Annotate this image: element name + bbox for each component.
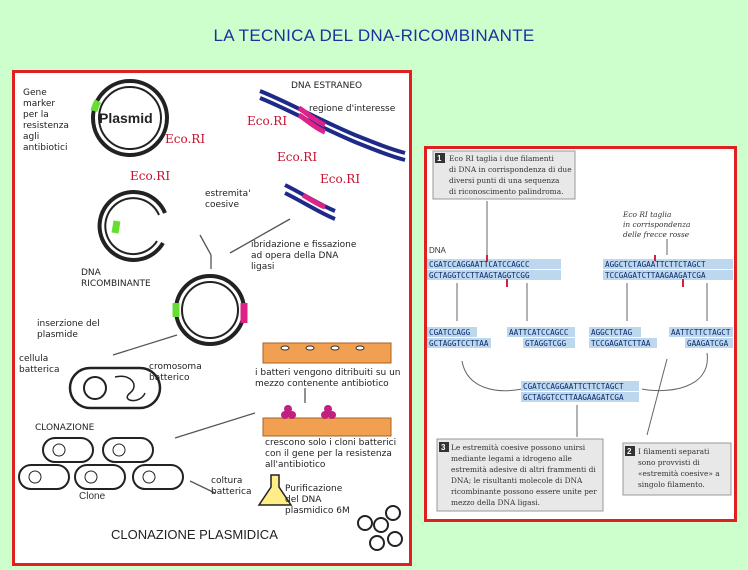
clone-label: Clone (79, 491, 106, 502)
bacterial-cell (68, 366, 162, 410)
step-1-box: 1 Eco RI taglia i due filamenti di DNA i… (432, 150, 576, 200)
ecori-label-1: Eco.RI (165, 132, 205, 146)
arrow (646, 358, 668, 436)
ecori-label-5: Eco.RI (320, 172, 360, 186)
purified-plasmids (357, 505, 403, 551)
arrow (229, 218, 291, 254)
inserzione-label: inserzione del plasmide (37, 319, 103, 340)
arrow (641, 352, 708, 392)
plasmid-cloning-panel: Gene marker per la resistenza agli antib… (12, 70, 412, 566)
foreign-dna-strands (259, 89, 406, 162)
ecori-restriction-diagram: 1 Eco RI taglia i due filamenti di DNA i… (427, 150, 733, 512)
clonazione-label: CLONAZIONE (35, 423, 95, 433)
svg-text:TCCGAGATCTTAAGAAGATCGA: TCCGAGATCTTAAGAAGATCGA (605, 271, 706, 280)
step-3-box: 3 Le estremità coesive possono unirsi me… (436, 438, 604, 512)
arrow (174, 412, 256, 439)
svg-text:AATTCATCCAGCC: AATTCATCCAGCC (509, 328, 568, 337)
fragments: CGATCCAGG GCTAGGTCCTTAA AATTCATCCAGCC GT… (427, 327, 733, 348)
step-1-number: 1 (437, 154, 442, 163)
svg-text:CGATCCAGGAATTCATCCAGCC: CGATCCAGGAATTCATCCAGCC (429, 260, 530, 269)
dna-sequence-left: CGATCCAGGAATTCATCCAGCC GCTAGGTCCTTAAGTAG… (427, 259, 561, 280)
svg-text:CGATCCAGGAATTCTTCTAGCT: CGATCCAGGAATTCTTCTAGCT (523, 382, 624, 391)
plasmid-cloning-diagram: Gene marker per la resistenza agli antib… (18, 79, 406, 551)
step-3-text: Le estremità coesive possono unirsi medi… (451, 443, 599, 507)
step-1-text: Eco RI taglia i due filamenti di DNA in … (449, 154, 574, 196)
ecori-label-4: Eco.RI (130, 169, 170, 183)
svg-text:CGATCCAGG: CGATCCAGG (429, 328, 471, 337)
plasmid-label: Plasmid (99, 110, 153, 126)
regione-label: regione d'interesse (309, 104, 396, 114)
arrow (112, 334, 178, 356)
cellula-label: cellula batterica (19, 354, 60, 375)
dna-label: DNA (429, 246, 447, 255)
ecori-label-2: Eco.RI (247, 114, 287, 128)
dna-estraneo-label: DNA ESTRANEO (291, 81, 362, 91)
step-2-box: 2 I filamenti separati sono provvisti di… (622, 442, 732, 496)
recombinant-plasmid (172, 274, 248, 346)
purificazione-label: Purificazione del DNA plasmidico 6M (285, 484, 350, 516)
ecori-restriction-panel: 1 Eco RI taglia i due filamenti di DNA i… (424, 146, 737, 522)
svg-text:GTAGGTCGG: GTAGGTCGG (525, 339, 567, 348)
recombinant-sequence: CGATCCAGGAATTCTTCTAGCT GCTAGGTCCTTAAGAAG… (521, 381, 639, 402)
gene-marker-label: Gene marker per la resistenza agli antib… (23, 88, 72, 153)
arrow (461, 360, 523, 392)
step-2-text: I filamenti separati sono provvisti di «… (638, 447, 722, 489)
flask (257, 474, 293, 506)
estremita-label: estremita' coesive (205, 189, 253, 210)
ibridazione-label: ibridazione e fissazione ad opera della … (251, 240, 359, 272)
step-2-number: 2 (627, 447, 632, 456)
foreign-fragment (284, 183, 336, 221)
batteri-label: i batteri vengono ditribuiti su un mezzo… (255, 368, 403, 389)
svg-text:AATTCTTCTAGCT: AATTCTTCTAGCT (671, 328, 731, 337)
svg-text:AGGCTCTAGAATTCTTCTAGCT: AGGCTCTAGAATTCTTCTAGCT (605, 260, 706, 269)
step-3-number: 3 (441, 443, 446, 452)
plasmid-ring (90, 79, 169, 157)
ecori-taglia-note: Eco RI taglia in corrispondenza delle fr… (622, 210, 693, 239)
arrow (199, 234, 212, 256)
ecori-label-3: Eco.RI (277, 150, 317, 164)
svg-text:AGGCTCTAG: AGGCTCTAG (591, 328, 633, 337)
clonazione-plasmidica-label: CLONAZIONE PLASMIDICA (111, 527, 278, 542)
svg-text:GCTAGGTCCTTAAGTAGGTCGG: GCTAGGTCCTTAAGTAGGTCGG (429, 271, 530, 280)
clone-cells (18, 437, 184, 490)
culture-dish-2 (262, 405, 392, 437)
page-title: LA TECNICA DEL DNA-RICOMBINANTE (213, 26, 535, 45)
svg-text:GCTAGGTCCTTAA: GCTAGGTCCTTAA (429, 339, 489, 348)
crescono-label: crescono solo i cloni batterici con il g… (265, 438, 399, 470)
svg-text:TCCGAGATCTTAA: TCCGAGATCTTAA (591, 339, 651, 348)
dna-sequence-right: AGGCTCTAGAATTCTTCTAGCT TCCGAGATCTTAAGAAG… (603, 259, 733, 280)
cromosoma-label: cromosoma batterico (149, 362, 205, 383)
culture-dish-1 (262, 342, 392, 364)
coltura-label: coltura batterica (211, 476, 252, 497)
svg-text:GAAGATCGA: GAAGATCGA (687, 339, 729, 348)
arrow (189, 480, 216, 494)
dna-ricombinante-label: DNA RICOMBINANTE (81, 268, 151, 289)
svg-text:GCTAGGTCCTTAAGAAGATCGA: GCTAGGTCCTTAAGAAGATCGA (523, 393, 624, 402)
cut-plasmid (97, 190, 167, 262)
